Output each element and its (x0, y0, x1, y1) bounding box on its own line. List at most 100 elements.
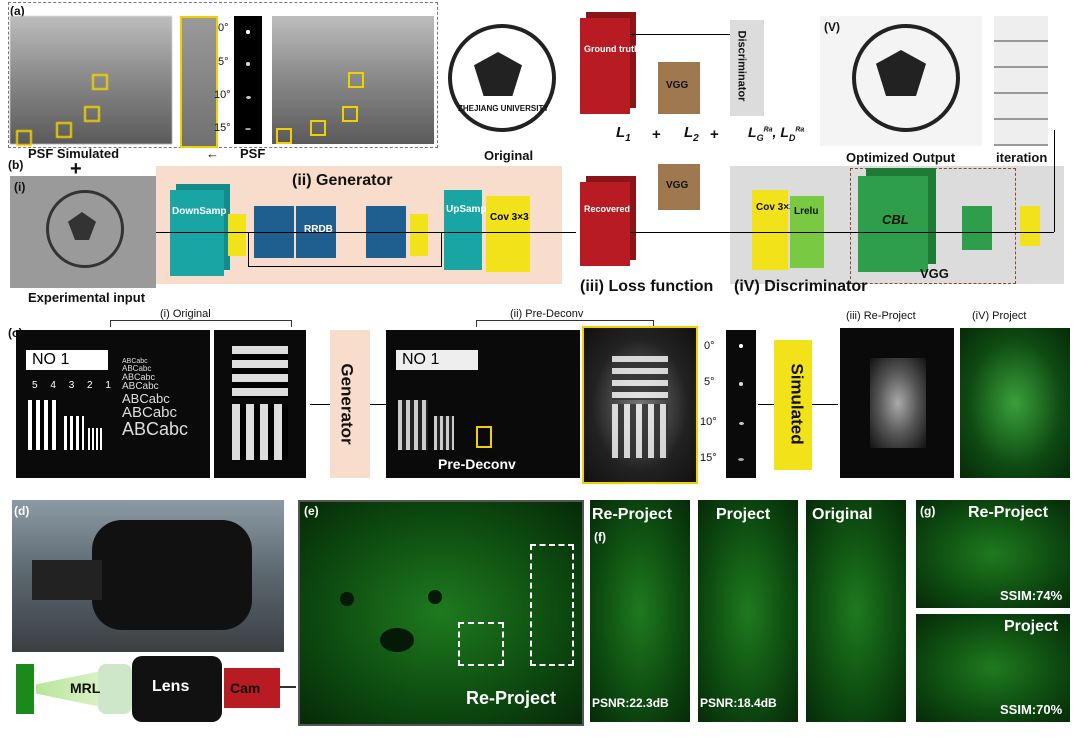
camera-photo (12, 500, 284, 652)
psf-crop-strip (180, 16, 218, 148)
lens-label: Lens (152, 678, 190, 695)
panel-d-label: (d) (14, 504, 30, 518)
disc-cov-label: Cov 3×3 (756, 202, 795, 213)
f-reproject-label: Re-Project (592, 506, 673, 523)
plus-sign: + (70, 158, 82, 180)
project-title: (iV) Project (972, 310, 1027, 322)
iteration-label: iteration (996, 150, 1048, 165)
panel-e-caption: Re-Project (466, 688, 557, 708)
yellow-block-3 (1020, 206, 1040, 246)
no1-box-pre: NO 1 (396, 350, 478, 370)
vgg-label-bottom: VGG (666, 180, 689, 191)
simulated-tag-label: Simulated (787, 363, 807, 445)
project-image (960, 328, 1070, 478)
upsamp-label: UpSamp (446, 204, 487, 215)
arrow-from-generator (370, 404, 386, 405)
original-label: Original (484, 148, 534, 163)
optimized-output-image (820, 16, 982, 146)
f-reproject-image (590, 500, 690, 722)
seal-text: ZHEJIANG UNIVERSITY (458, 104, 549, 113)
vgg-dotted-box (850, 168, 1016, 284)
panel-f-label: (f) (594, 530, 606, 544)
zoom-box-tall (530, 544, 574, 666)
no1-box: NO 1 (26, 350, 108, 370)
input-label: (i) (14, 180, 26, 194)
panel-b-label: (b) (8, 158, 24, 172)
g-ssim-project: SSIM:70% (1000, 702, 1063, 717)
experimental-input-image (10, 176, 156, 288)
psf-arrow: ← (206, 146, 219, 161)
vgg-block-top (658, 62, 700, 114)
loss-l1: L1 (616, 124, 631, 144)
iteration-stack (994, 16, 1048, 146)
reproject-image (840, 328, 954, 478)
yellow-block-1 (228, 214, 246, 256)
generator-flow-line (156, 232, 576, 233)
downsamp-block (170, 190, 224, 276)
psf-angle-15: 15° (214, 122, 231, 134)
green-block-small (962, 206, 992, 250)
arrow-from-simulated (812, 404, 838, 405)
simulated-tag (774, 340, 812, 470)
feedback-line (1054, 130, 1055, 232)
reproject-title: (iii) Re-Project (846, 310, 916, 322)
original-bracket (110, 320, 292, 327)
zoom-box-small (458, 622, 504, 666)
psf-angle-0: 0° (218, 22, 229, 34)
g-project-image (916, 614, 1070, 722)
pre-deconv-title: (ii) Pre-Deconv (510, 308, 584, 320)
gate-photo-original (272, 16, 434, 144)
loss-function-title: (iii) Loss function (580, 278, 714, 295)
f-project-image (698, 500, 798, 722)
psf-simulated-label: PSF Simulated (28, 146, 120, 161)
recovered-block (580, 182, 630, 266)
yellow-block-2 (410, 214, 428, 256)
panel-g-label: (g) (920, 504, 936, 518)
bar-target-2 (64, 416, 84, 450)
discriminator-title: (iV) Discriminator (734, 278, 868, 295)
generator-tag (330, 330, 370, 478)
loss-plus-2: + (710, 126, 719, 143)
vgg-label-top: VGG (666, 80, 689, 91)
psf-kernel-strip (234, 16, 262, 144)
panel-e-label: (e) (304, 504, 319, 518)
kernel-angle-15: 15° (700, 452, 717, 464)
bar-target (28, 400, 58, 450)
ground-truth-label: Ground truth (584, 44, 640, 54)
optical-schematic (12, 656, 298, 722)
f-project-label: Project (716, 506, 771, 523)
bar-target-pre (398, 400, 428, 450)
v-label: (V) (824, 20, 840, 34)
cov-block-gen (486, 196, 530, 272)
bar-target-pre-2 (434, 416, 454, 450)
bar-target-3 (88, 428, 102, 450)
skip-connection (248, 232, 442, 267)
discriminator-vert-label: Discriminator (735, 30, 748, 102)
kernel-angle-5: 5° (704, 376, 715, 388)
optimized-output-label: Optimized Output (846, 150, 956, 165)
discriminator-vert-box (730, 20, 764, 116)
pre-deconv-bracket (476, 320, 654, 327)
upsamp-block (444, 190, 482, 270)
disc-flow-line (630, 232, 1054, 233)
psf-label: PSF (240, 146, 266, 161)
pre-deconv-caption: Pre-Deconv (438, 456, 516, 472)
g-ssim-reproject: SSIM:74% (1000, 588, 1063, 603)
ground-truth-block (580, 18, 630, 114)
bar-target-zoom-original (214, 330, 306, 478)
f-psnr-project: PSNR:18.4dB (700, 696, 777, 710)
kernel-angle-10: 10° (700, 416, 717, 428)
panel-a (8, 2, 438, 148)
cbl-block (858, 176, 928, 272)
g-project-label: Project (1004, 618, 1059, 635)
panel-a-label: (a) (10, 4, 25, 18)
reproject-redpanda-image (298, 500, 584, 726)
loss-l2: L2 (684, 124, 699, 144)
cbl-label: CBL (882, 212, 909, 227)
usaf-target-original: NO 1 5 4 3 2 1 ABCabc ABCabc ABCabc ABCa… (16, 330, 210, 478)
loss-lg-ld: LGRa, LDRa (748, 124, 805, 143)
f-original-image (806, 500, 906, 722)
vgg-box-label: VGG (920, 266, 949, 281)
downsamp-label: DownSamp (172, 206, 227, 217)
g-reproject-label: Re-Project (968, 504, 1049, 521)
